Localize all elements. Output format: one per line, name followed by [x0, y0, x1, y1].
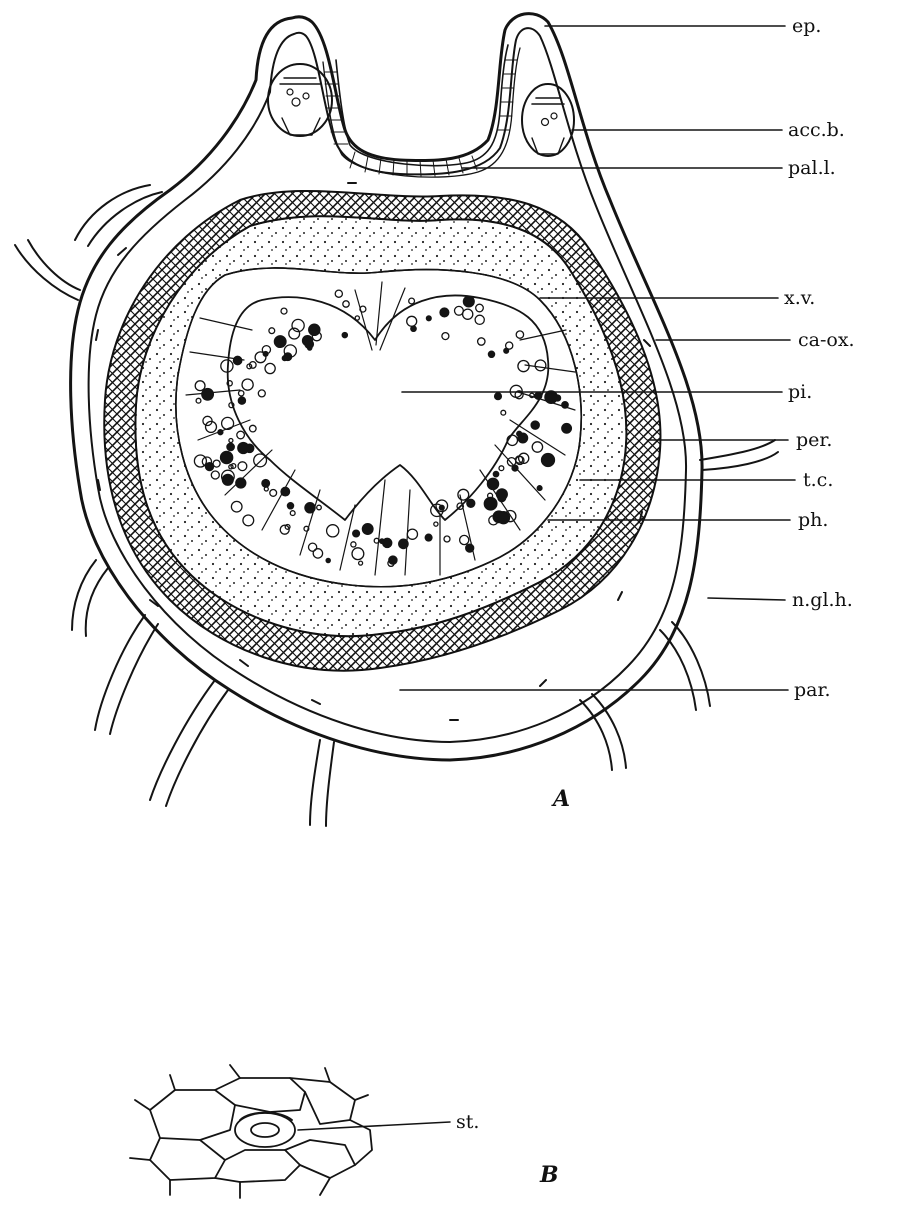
- accessory-bundle-left: [268, 64, 332, 136]
- label-parenchyma: par.: [794, 679, 831, 701]
- stoma-surface-view: [130, 1065, 372, 1198]
- label-stoma: st.: [456, 1111, 479, 1133]
- label-xylem-vessel: x.v.: [784, 287, 815, 309]
- label-palisade-layer: pal.l.: [788, 157, 836, 179]
- label-non-glandular-hair: n.gl.h.: [792, 589, 853, 611]
- panel-label-a: A: [551, 786, 570, 812]
- label-phloem: ph.: [798, 509, 828, 531]
- label-accessory-bundle: acc.b.: [788, 119, 845, 141]
- label-calcium-oxalate: ca-ox.: [798, 329, 855, 351]
- label-pericycle: per.: [796, 429, 832, 451]
- stem-section-a: [15, 14, 778, 826]
- panel-label-b: B: [539, 1162, 559, 1188]
- label-tangential-cells: t.c.: [803, 469, 833, 491]
- label-epidermis: ep.: [792, 15, 821, 37]
- phloem-zone: [135, 216, 626, 636]
- label-pith: pi.: [788, 381, 812, 403]
